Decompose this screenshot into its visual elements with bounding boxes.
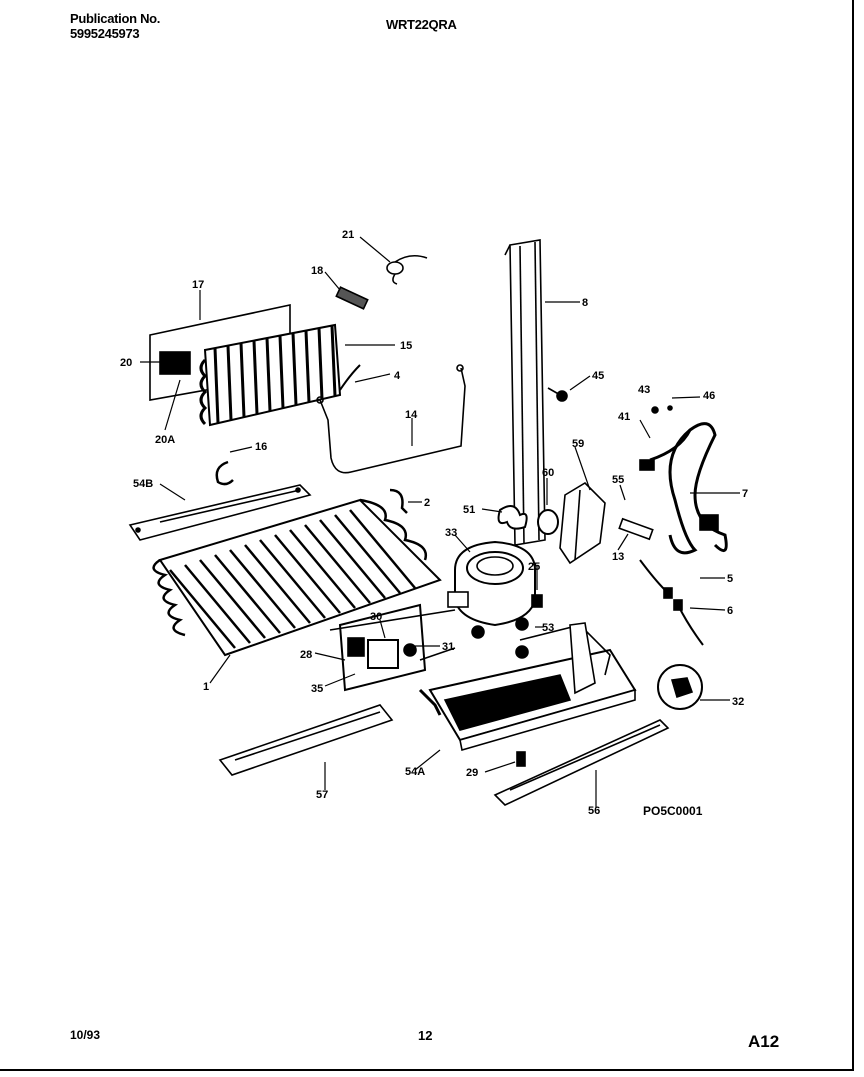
callout: 57 xyxy=(316,789,328,801)
callout: 16 xyxy=(255,441,267,453)
condenser-coil xyxy=(149,304,342,427)
callout: 46 xyxy=(703,390,715,402)
callout: 45 xyxy=(592,370,604,382)
wire-connectors xyxy=(639,559,704,646)
diagram-code: PO5C0001 xyxy=(643,804,703,818)
callout: 4 xyxy=(394,370,401,382)
screw-45 xyxy=(547,387,568,402)
callout: 6 xyxy=(727,605,733,617)
callout: 25 xyxy=(528,561,540,573)
rail-54a xyxy=(218,704,394,776)
callout: 33 xyxy=(445,527,457,539)
callout: 21 xyxy=(342,229,354,241)
callout: 15 xyxy=(400,340,412,352)
publication-label: Publication No. xyxy=(70,11,161,26)
callout: 5 xyxy=(727,573,733,585)
callout: 28 xyxy=(300,649,312,661)
callout: 35 xyxy=(311,683,323,695)
screw-56 xyxy=(516,751,526,767)
callout: 18 xyxy=(311,265,323,277)
callout: 20A xyxy=(155,434,175,446)
callout: 14 xyxy=(405,409,418,421)
condenser-fan xyxy=(497,505,559,535)
callout: 17 xyxy=(192,279,204,291)
clip-35 xyxy=(418,688,442,716)
callout: 32 xyxy=(732,696,744,708)
publication-number: 5995245973 xyxy=(70,26,140,41)
bracket-54b xyxy=(128,484,312,541)
callout: 43 xyxy=(638,384,650,396)
callout-leaders xyxy=(140,236,740,808)
callout: 51 xyxy=(463,504,475,516)
detail-57 xyxy=(657,664,703,710)
fan-shroud xyxy=(559,481,654,565)
power-cord xyxy=(639,405,728,555)
callout: 56 xyxy=(588,805,600,817)
condenser-grille-coil xyxy=(152,498,442,657)
capillary-tube xyxy=(316,364,466,474)
drier xyxy=(335,286,369,310)
callout: 30 xyxy=(370,611,382,623)
callout: 55 xyxy=(612,474,624,486)
callout: 20 xyxy=(120,357,132,369)
callout: 31 xyxy=(442,641,454,653)
callout: 8 xyxy=(582,297,588,309)
compressor xyxy=(447,540,543,659)
callout: 1 xyxy=(203,681,209,693)
callout: 7 xyxy=(742,488,748,500)
callout: 53 xyxy=(542,622,554,634)
callout: 2 xyxy=(424,497,430,509)
callout: 54B xyxy=(133,478,153,490)
revision-date: 10/93 xyxy=(70,1028,101,1042)
clip-2 xyxy=(389,488,408,514)
callout: 54A xyxy=(405,766,425,778)
model-number: WRT22QRA xyxy=(386,17,457,32)
callout: 60 xyxy=(542,467,554,479)
callout: 59 xyxy=(572,438,584,450)
wire-harness-small xyxy=(386,254,428,285)
page-number: 12 xyxy=(418,1028,433,1043)
section-code: A12 xyxy=(748,1032,780,1051)
callout: 29 xyxy=(466,767,478,779)
rail-54 xyxy=(493,719,670,806)
callout: 41 xyxy=(618,411,630,423)
callout-labels: 21 18 17 15 20 4 20A 14 16 8 45 43 46 41… xyxy=(120,229,748,817)
relay-assembly xyxy=(329,603,456,692)
callout: 13 xyxy=(612,551,624,563)
vertical-channel xyxy=(504,239,546,546)
tube-clip xyxy=(215,460,234,486)
base-pan xyxy=(428,622,637,752)
